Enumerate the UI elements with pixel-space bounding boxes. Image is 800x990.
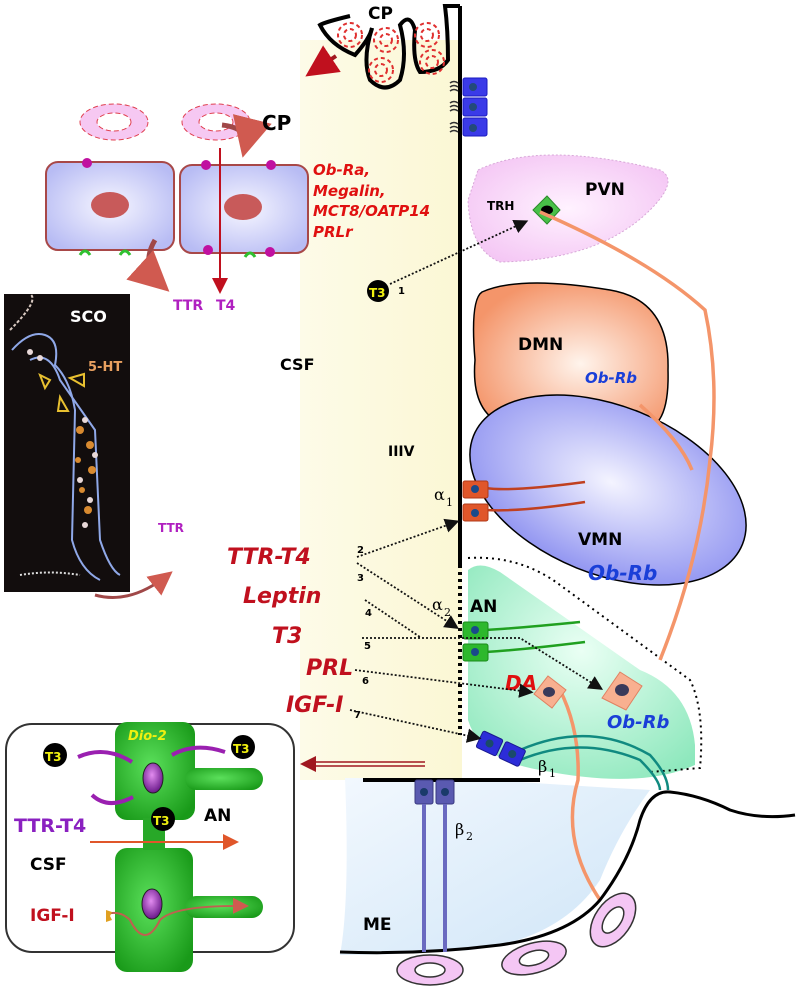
an-region	[468, 565, 695, 779]
svg-text:4: 4	[365, 608, 372, 619]
ttr-label: TTR	[173, 298, 203, 314]
dio2-label: Dio-2	[128, 729, 167, 744]
sco-ttr-label: TTR	[158, 521, 184, 535]
pvn-region	[467, 154, 669, 263]
vmn-receptor-label: Ob-Rb	[588, 561, 657, 585]
receptor-list: Ob-Ra, Megalin, MCT8/OATP14 PRLr	[313, 161, 430, 241]
iiiv-label: IIIV	[388, 444, 415, 460]
inset-csf-label: CSF	[30, 855, 67, 875]
cp-top-label: CP	[368, 4, 393, 24]
alpha2-label: α	[432, 595, 443, 614]
beta2-tanycytes: β 2	[414, 779, 473, 952]
t4-label: T4	[216, 298, 236, 314]
signal-t3: T3	[272, 624, 302, 649]
choroid-plexus-top: CP	[305, 4, 460, 90]
an-receptor-label: Ob-Rb	[607, 712, 670, 733]
svg-text:2: 2	[444, 606, 451, 619]
inset-t3-a: T3	[45, 750, 62, 764]
alpha2-tanycytes: α 2	[432, 595, 586, 662]
an-boundary	[467, 556, 703, 773]
top-tanycytes	[449, 77, 488, 137]
cp-left-label: CP	[262, 111, 291, 135]
svg-text:6: 6	[362, 676, 369, 687]
path-4-arrow	[364, 599, 421, 638]
igf-signal-arrow	[106, 897, 249, 936]
path-5-arrow	[362, 637, 604, 690]
inset-t3-b: T3	[233, 742, 250, 756]
svg-text:1: 1	[398, 286, 405, 297]
pvn-projection	[539, 210, 716, 661]
inset-panel: Dio-2 T3 T3 T3 TTR-T4 AN CSF IGF-I	[5, 722, 295, 972]
inset-ttr-t4-label: TTR-T4	[14, 815, 86, 837]
serotonin-label: 5-HT	[88, 360, 122, 375]
da-label: DA	[505, 671, 537, 695]
vmn-label: VMN	[578, 530, 622, 550]
inset-arrow	[300, 756, 425, 772]
inset-an-label: AN	[204, 806, 231, 826]
inset-igf-label: IGF-I	[30, 906, 75, 926]
inset-t3-c: T3	[153, 814, 170, 828]
me-label: ME	[363, 915, 392, 935]
svg-text:7: 7	[354, 710, 361, 721]
signal-prl: PRL	[306, 656, 353, 681]
csf-region	[300, 40, 462, 780]
svg-text:2: 2	[357, 545, 364, 556]
signal-path-numbers: 2 3 4 5 6 7	[354, 545, 372, 721]
path-7-arrow	[349, 709, 482, 743]
t3-token-ventricle: T3 1	[367, 280, 405, 302]
receptor-ob-ra: Ob-Ra,	[313, 161, 370, 179]
beta1-label: β	[538, 757, 547, 776]
trh-label: TRH	[487, 199, 514, 213]
me-floor	[339, 790, 796, 955]
cp-epithelium: CP TTR T4	[45, 103, 309, 314]
dmn-label: DMN	[518, 335, 563, 355]
beta2-label: β	[455, 820, 464, 839]
svg-text:1: 1	[446, 496, 453, 509]
portal-capillaries	[396, 892, 637, 986]
sco-title: SCO	[70, 307, 107, 326]
double-arrow-icon	[305, 45, 341, 77]
signal-arrows	[349, 518, 604, 743]
purple-arrow-icon	[77, 750, 134, 764]
signal-list: TTR-T4 Leptin T3 PRL IGF-I	[227, 545, 353, 718]
alpha1-tanycytes: α 1	[434, 480, 586, 522]
alpha1-label: α	[434, 485, 445, 504]
signal-igf: IGF-I	[286, 693, 344, 718]
csf-label: CSF	[280, 355, 315, 374]
svg-text:2: 2	[466, 830, 473, 843]
svg-text:3: 3	[357, 573, 364, 584]
an-label: AN	[470, 597, 497, 617]
receptor-prlr: PRLr	[313, 223, 354, 241]
signal-ttr-t4: TTR-T4	[227, 545, 311, 570]
svg-text:T3: T3	[369, 286, 386, 300]
sco-panel: SCO 5-HT TTR	[4, 293, 184, 599]
beta1-tanycytes: β 1	[475, 730, 670, 791]
pvn-label: PVN	[585, 180, 625, 200]
dmn-receptor-label: Ob-Rb	[585, 369, 637, 387]
signal-leptin: Leptin	[243, 584, 321, 609]
path-6-arrow	[354, 669, 534, 698]
igf-receptor-icon	[106, 910, 112, 922]
svg-text:1: 1	[549, 767, 556, 780]
path-1-arrow	[389, 219, 529, 285]
receptor-mct8: MCT8/OATP14	[313, 202, 430, 220]
path-2-arrow	[356, 518, 460, 558]
da-projection	[558, 689, 602, 901]
svg-text:5: 5	[364, 641, 371, 652]
receptor-megalin: Megalin,	[313, 182, 386, 200]
